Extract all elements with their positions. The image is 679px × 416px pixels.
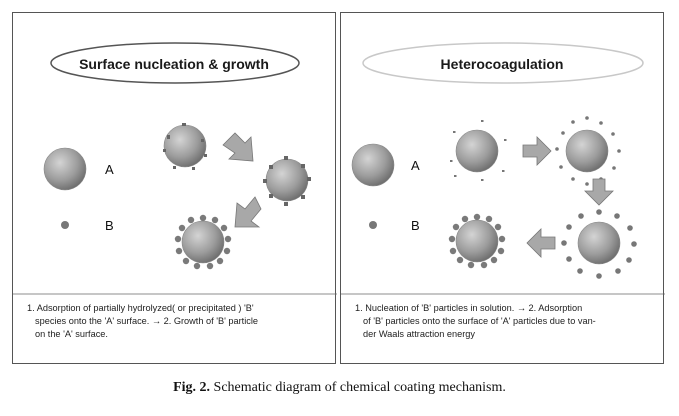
stage4-particle: [448, 213, 506, 269]
stage1-particle: [450, 120, 507, 181]
stage2-particle: [263, 156, 311, 206]
legend-particle-a: [351, 143, 395, 187]
panel-surface-nucleation: Surface nucleation & growth A B 1. Adsor…: [12, 12, 337, 364]
label-a: A: [105, 162, 114, 177]
description-line: on the 'A' surface.: [35, 329, 108, 339]
description-line: 1. Adsorption of partially hydrolyzed( o…: [27, 303, 254, 313]
figure-caption: Fig. 2. Schematic diagram of chemical co…: [0, 380, 679, 396]
stage2-particle: [555, 116, 621, 186]
description-line: species onto the 'A' surface. → 2. Growt…: [35, 316, 259, 326]
label-a: A: [411, 158, 420, 173]
label-b: B: [105, 218, 114, 233]
arrow-step3: [526, 228, 556, 258]
legend-particle-b: [369, 221, 377, 229]
title-ellipse: [362, 42, 644, 84]
stage3-particle: [561, 209, 637, 279]
panel-heterocoagulation: Heterocoagulation A B 1. Nucleation of '…: [340, 12, 665, 364]
label-b: B: [411, 218, 420, 233]
legend-particle-b: [61, 221, 69, 229]
arrow-step2: [584, 178, 614, 206]
title-ellipse: [50, 42, 300, 84]
stage3-particle: [174, 214, 232, 270]
arrow-step1: [522, 136, 552, 166]
description-line: of 'B' particles onto the surface of 'A'…: [363, 316, 596, 326]
panel-title: Surface nucleation & growth: [79, 56, 269, 72]
panel-description: 1. Nucleation of 'B' particles in soluti…: [355, 302, 653, 341]
diagram-surface-nucleation: [13, 42, 337, 295]
panel-description: 1. Adsorption of partially hydrolyzed( o…: [27, 302, 325, 341]
stage1-particle: [163, 123, 207, 170]
diagram-heterocoagulation: [341, 42, 665, 295]
legend-particle-a: [43, 147, 87, 191]
arrow-step2: [234, 196, 262, 228]
figure-caption-text: Schematic diagram of chemical coating me…: [210, 380, 506, 395]
description-line: der Waals attraction energy: [363, 329, 476, 339]
figure-label: Fig. 2.: [173, 380, 211, 395]
arrow-step1: [222, 132, 254, 162]
description-line: 1. Nucleation of 'B' particles in soluti…: [355, 303, 583, 313]
panel-title: Heterocoagulation: [440, 56, 564, 72]
